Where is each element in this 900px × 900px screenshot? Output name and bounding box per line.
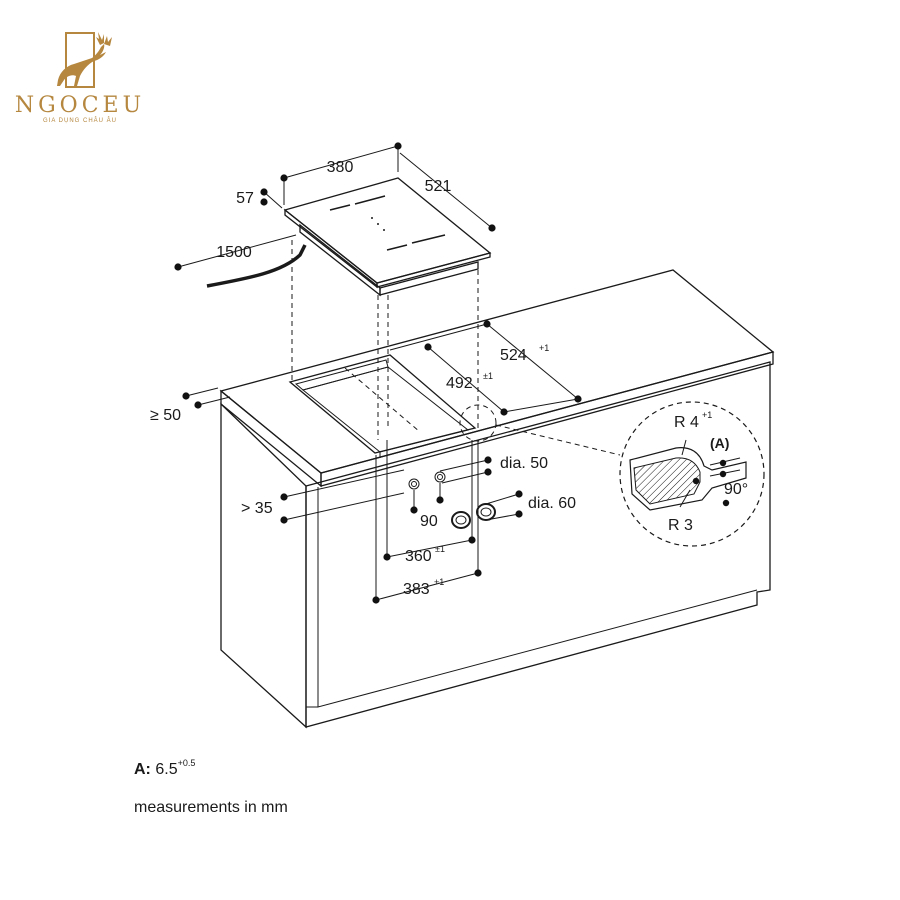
- dim-point: [500, 408, 508, 416]
- label-dia-60: dia. 60: [528, 495, 576, 512]
- dim-point: [436, 496, 444, 504]
- dim-point: [474, 569, 482, 577]
- dim-point: [194, 401, 202, 409]
- dim-point: [515, 490, 523, 498]
- label-detail-r3: R 3: [668, 517, 693, 534]
- label-hob-width: 380: [327, 159, 354, 176]
- brand-tagline: GIA DỤNG CHÂU ÂU: [43, 117, 117, 124]
- deer-icon: [57, 32, 112, 86]
- dim-point: [515, 510, 523, 518]
- dim-point: [719, 459, 727, 467]
- dim-point: [260, 188, 268, 196]
- label-detail-angle: 90°: [724, 481, 748, 498]
- dim-point: [280, 493, 288, 501]
- label-dim-360-tol: ±1: [435, 544, 445, 554]
- label-cutout-width: 492: [446, 375, 473, 392]
- countertop-side-edge: [220, 389, 322, 488]
- hob-appliance: [206, 177, 492, 297]
- note-units: measurements in mm: [134, 799, 288, 816]
- label-hob-depth: 521: [425, 178, 452, 195]
- dim-point: [692, 477, 700, 485]
- cutout-dimensions: 524 +1 492 ±1 ≥ 50: [150, 320, 582, 424]
- brand-name: NGOCEU: [15, 93, 145, 118]
- label-detail-r4: R 4: [674, 414, 699, 431]
- cutout-opening: [288, 354, 477, 458]
- dim-point: [722, 499, 730, 507]
- dim-point: [410, 506, 418, 514]
- vent-openings: dia. 50 dia. 60 90 > 35 360 ±1 383 +1: [241, 440, 576, 604]
- dim-point: [424, 343, 432, 351]
- dim-point: [383, 553, 391, 561]
- cabinet-front: [305, 361, 771, 728]
- power-cable: [206, 244, 307, 288]
- note-a-value: 6.5: [155, 761, 178, 778]
- label-detail-r4-tol: +1: [702, 410, 712, 420]
- dim-point: [468, 536, 476, 544]
- dim-point: [372, 596, 380, 604]
- dim-point: [488, 224, 496, 232]
- dim-point: [280, 516, 288, 524]
- label-angle-90: 90: [420, 513, 438, 530]
- brand-logo: NGOCEU GIA DỤNG CHÂU ÂU: [15, 32, 145, 124]
- note-a-tolerance: +0.5: [177, 758, 196, 768]
- label-dim-383: 383: [403, 581, 430, 598]
- label-dia-50: dia. 50: [500, 455, 548, 472]
- label-hob-height: 57: [236, 190, 254, 207]
- label-front-distance: ≥ 50: [150, 407, 181, 424]
- dim-point: [280, 174, 288, 182]
- countertop-top: [219, 269, 775, 474]
- label-cutout-width-tol: ±1: [483, 371, 493, 381]
- dim-point: [174, 263, 182, 271]
- detail-circle: [619, 401, 765, 547]
- cabinet-side: [220, 402, 307, 729]
- detail-marker: [459, 404, 497, 442]
- label-cutout-depth-tol: +1: [539, 343, 549, 353]
- label-cutout-depth: 524: [500, 347, 527, 364]
- label-cable-length: 1500: [216, 244, 252, 261]
- dim-point: [182, 392, 190, 400]
- dim-point: [484, 468, 492, 476]
- note-a-label: A:: [134, 761, 151, 778]
- dim-point: [483, 320, 491, 328]
- label-dim-383-tol: +1: [434, 577, 444, 587]
- label-dim-360: 360: [405, 548, 432, 565]
- projection-lines: [291, 240, 479, 440]
- edge-detail: R 4 +1 (A) 90° R 3: [459, 401, 765, 547]
- dim-point: [719, 470, 727, 478]
- dim-point: [394, 142, 402, 150]
- dim-point: [484, 456, 492, 464]
- label-below-min: > 35: [241, 500, 273, 517]
- dim-point: [260, 198, 268, 206]
- note-dimension-a: A: 6.5+0.5: [134, 758, 195, 779]
- label-detail-a: (A): [710, 435, 729, 451]
- hob-dimensions: 380 521 57 1500: [174, 142, 496, 271]
- cabinet: [219, 269, 775, 729]
